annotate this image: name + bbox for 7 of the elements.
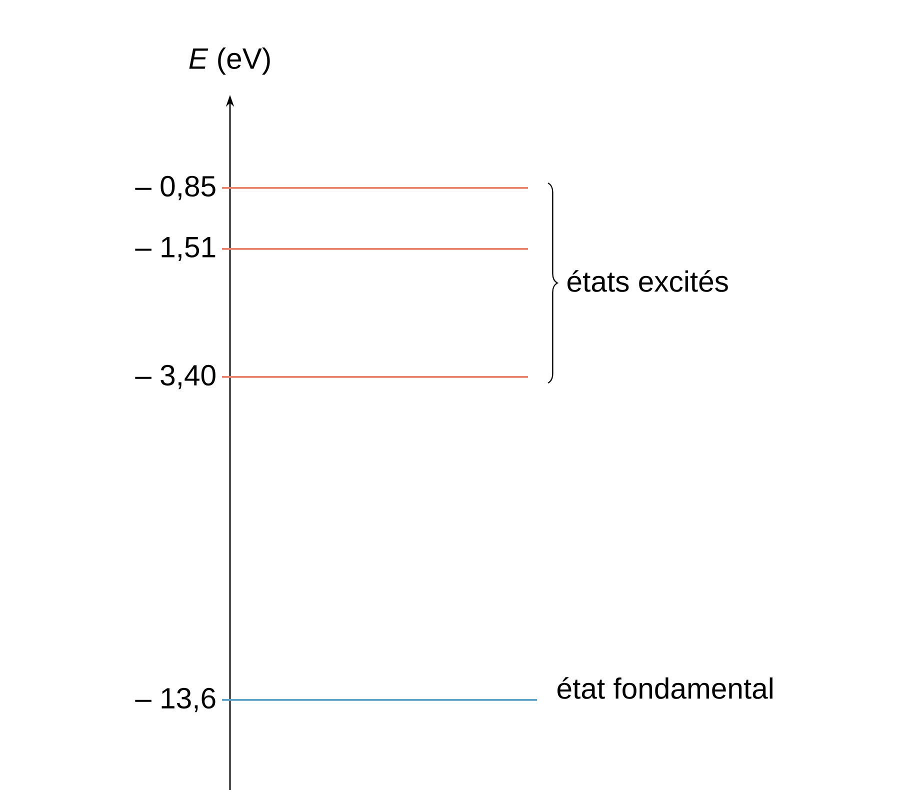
tick-label: – 1,51 (135, 237, 216, 261)
tick-label: – 0,85 (135, 176, 216, 200)
tick-label: – 3,40 (135, 364, 216, 390)
tick-label: – 13,6 (135, 688, 216, 712)
bracket-label: états excités (568, 270, 728, 292)
level-label: état fondamental (558, 677, 772, 699)
axis-label: E (eV) (189, 47, 270, 75)
